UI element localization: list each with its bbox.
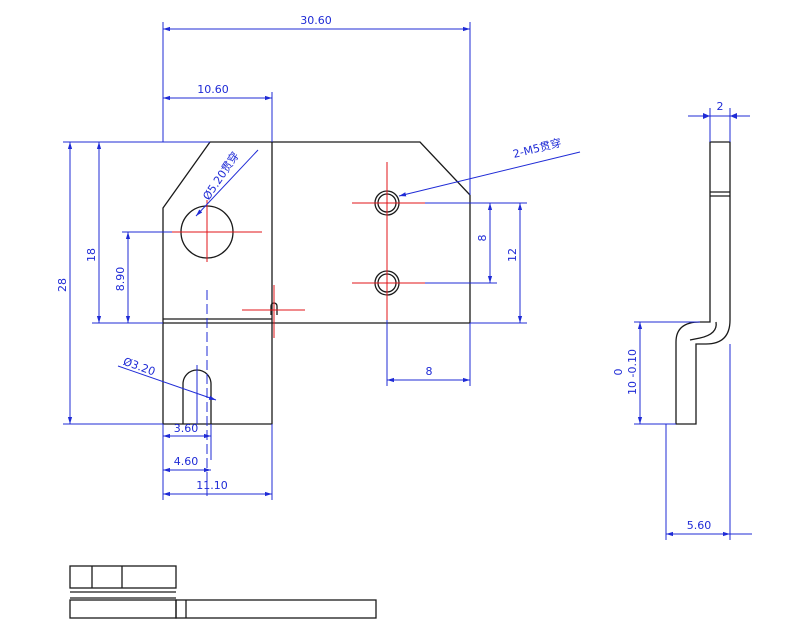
side-outline (675, 141, 731, 425)
big-hole-leader (195, 149, 259, 217)
offset-text: 5.60 (687, 519, 712, 532)
big-hole-label: Ø5.20贯穿 (199, 149, 241, 203)
hole-offset-text: 8 (426, 365, 433, 378)
bottom-view (69, 565, 377, 619)
side-view: 2 0 10 -0.10 5.60 (612, 100, 752, 540)
hole-height-text: 8.90 (114, 267, 127, 292)
slot-position-text: 4.60 (174, 455, 199, 468)
tab-width-text: 10.60 (197, 83, 229, 96)
tolerance-upper-text: 0 (612, 369, 625, 376)
side-bend-inner (689, 321, 717, 341)
height-overall-text: 28 (56, 278, 69, 292)
slot-leader (117, 365, 217, 401)
slot-width-text: 3.60 (174, 422, 199, 435)
overall-width-text: 30.60 (300, 14, 332, 27)
front-view: 30.60 10.60 28 18 8.90 Ø5.20贯穿 2-M5贯穿 8 … (56, 14, 581, 500)
slot-label: Ø3.20 (121, 355, 157, 379)
bottom-view-lower-block (69, 599, 177, 619)
hole-span-text: 12 (506, 248, 519, 262)
tapped-holes-label: 2-M5贯穿 (511, 135, 562, 161)
hole-spacing-text: 8 (476, 235, 489, 242)
thickness-arrow-left (703, 113, 710, 119)
tapped-holes-leader (398, 151, 581, 197)
tolerance-value-text: 10 -0.10 (626, 349, 639, 395)
bottom-view-upper-block (69, 565, 177, 589)
bottom-view-plate (175, 599, 377, 619)
tab-total-text: 11.10 (196, 479, 228, 492)
height-upper-text: 18 (85, 248, 98, 262)
thickness-text: 2 (717, 100, 724, 113)
thickness-arrow-right (730, 113, 737, 119)
